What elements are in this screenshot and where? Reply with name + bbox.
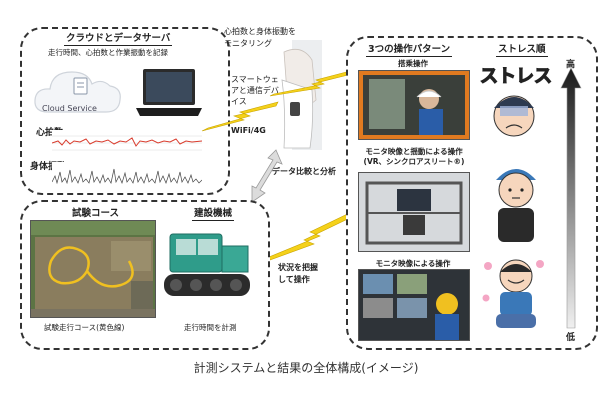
analysis-label: データ比較と分析 [272, 167, 336, 176]
cloud-panel-title: クラウドとデータサーバ [64, 30, 173, 46]
monitor-operation-photo [358, 269, 470, 341]
wearable-monitoring-note: 心拍数と身体振動を モニタリング [224, 27, 296, 48]
pattern-1-label: 搭乗操作 [398, 59, 428, 68]
control-label: 状況を把握 して操作 [278, 263, 318, 284]
pattern-2-label: モニタ映像と揺動による操作 (VR、シンクロアスリート®) [363, 147, 465, 166]
high-stress-person-illustration: ストレス [479, 65, 553, 137]
stress-high-label: 高 [566, 60, 576, 70]
pattern-3-label: モニタ映像による操作 [375, 259, 451, 268]
test-course-aerial-photo [30, 220, 156, 318]
cloud-service-label: Cloud Service [42, 104, 97, 113]
low-stress-person-illustration [482, 259, 544, 328]
machine-caption: 走行時間を計測 [184, 323, 237, 332]
heart-rate-label: 心拍数 [36, 128, 64, 138]
body-vibration-label: 身体振動 [30, 162, 67, 172]
stress-low-label: 低 [566, 333, 576, 343]
wireless-link-arrow-top [201, 101, 279, 132]
stress-text: ストレス [480, 66, 552, 87]
cloud-icon [34, 71, 121, 113]
laptop-icon [136, 69, 202, 116]
wireless-link-arrow-right [269, 69, 355, 97]
construction-machine-icon [164, 233, 250, 296]
body-vibration-graph [52, 162, 202, 186]
cab-operation-photo [358, 70, 470, 140]
test-course-caption: 試験走行コース(黄色線) [44, 323, 125, 332]
medium-stress-person-illustration [496, 169, 536, 242]
wearer-figure [281, 40, 322, 150]
smartwear-device-label: スマートウェ アと通信デバ イス [231, 75, 279, 106]
cloud-panel-description: 走行時間、心拍数と作業振動を記録 [48, 48, 168, 57]
stress-order-title: ストレス順 [496, 41, 548, 57]
heart-rate-graph [52, 130, 202, 156]
test-course-title: 試験コース [70, 205, 122, 221]
construction-machine-title: 建設機械 [192, 205, 235, 221]
figure-caption: 計測システムと結果の全体構成(イメージ) [193, 361, 419, 375]
stress-level-arrow [560, 67, 582, 329]
vr-motion-operation-photo [358, 172, 470, 252]
operation-patterns-title: 3つの操作パターン [366, 41, 453, 57]
network-label: WiFi/4G [231, 126, 266, 135]
